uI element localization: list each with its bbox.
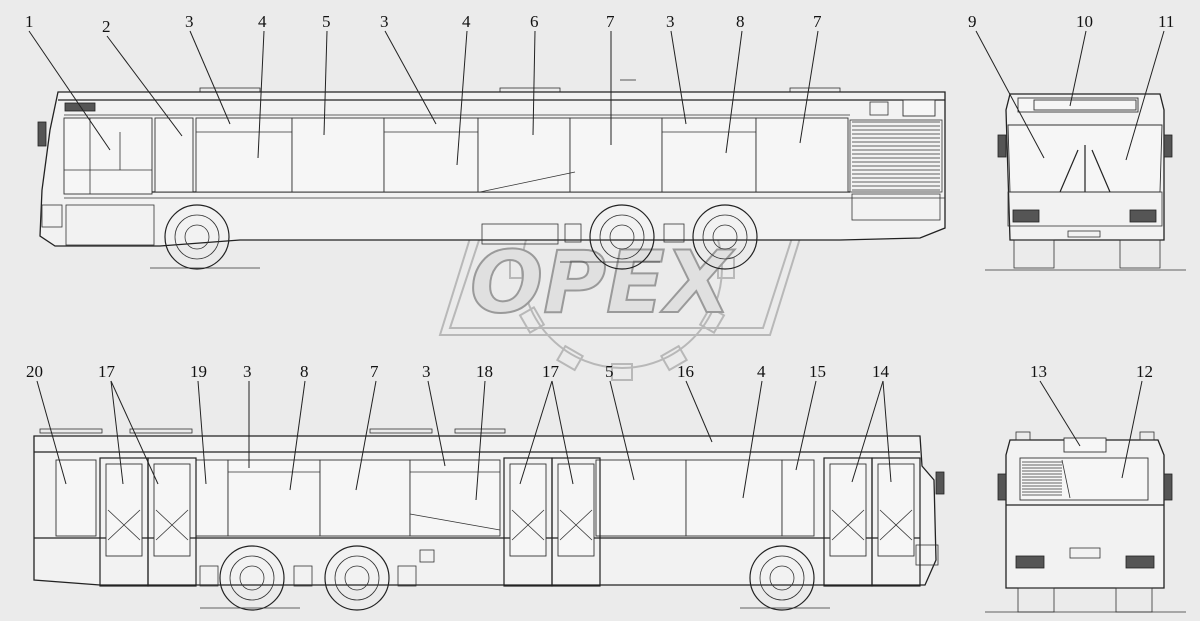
callout-leader-line <box>685 380 713 443</box>
callout-leader-line <box>551 380 574 485</box>
callout-leader-line <box>289 380 306 491</box>
callout-number: 5 <box>322 12 331 31</box>
callout-leader-line <box>110 380 124 485</box>
callout-number: 12 <box>1136 362 1153 381</box>
callout-leader-line <box>799 30 819 144</box>
door-leaf <box>551 457 601 587</box>
side-view-bottom <box>33 428 945 611</box>
callout-leader-line <box>795 380 817 471</box>
callout-number: 13 <box>1030 362 1047 381</box>
callout-number: 7 <box>370 362 379 381</box>
callout-leader-line <box>882 380 892 483</box>
callout-number: 4 <box>462 12 471 31</box>
callout-number: 3 <box>666 12 675 31</box>
callout-leader-line <box>532 30 536 136</box>
callout-number: 14 <box>872 362 890 381</box>
callout-number: 3 <box>422 362 431 381</box>
callout-leader-line <box>742 380 763 499</box>
callout-leader-line <box>475 380 486 501</box>
callout-number: 20 <box>26 362 43 381</box>
rear-wheel-1 <box>589 204 655 270</box>
callout-leader-line <box>1069 30 1087 107</box>
callout-number: 4 <box>757 362 766 381</box>
door-leaf <box>823 457 873 587</box>
callout-number: 17 <box>98 362 116 381</box>
watermark-text: OPEX <box>470 233 735 333</box>
callout-number: 10 <box>1076 12 1093 31</box>
callout-leader-line <box>384 30 437 125</box>
rear-wheel-2 <box>692 204 758 270</box>
callout-number: 18 <box>476 362 493 381</box>
side-view-top <box>37 79 946 270</box>
callout-leader-line <box>110 380 159 485</box>
bottom-rear-wheel-1 <box>219 545 285 611</box>
rear-view <box>985 431 1186 613</box>
callout-leader-line <box>456 30 468 166</box>
callout-leader-line <box>197 380 207 485</box>
callout-leader-line <box>975 30 1045 159</box>
callout-number: 7 <box>813 12 822 31</box>
callout-leader-line <box>725 30 743 154</box>
callout-number: 3 <box>185 12 194 31</box>
callout-leader-line <box>36 380 67 485</box>
callout-number: 9 <box>968 12 977 31</box>
front-view <box>985 93 1186 271</box>
bottom-front-wheel <box>749 545 815 611</box>
callout-leader-line <box>609 380 635 481</box>
callout-number: 3 <box>243 362 252 381</box>
callout-leader-line <box>189 30 231 125</box>
callout-number: 5 <box>605 362 614 381</box>
rear-grille <box>1022 461 1062 496</box>
door-leaf <box>147 457 197 587</box>
callout-leader-line <box>1039 380 1081 447</box>
callout-number: 6 <box>530 12 539 31</box>
callout-number: 11 <box>1158 12 1174 31</box>
callout-leader-line <box>1125 30 1165 161</box>
callout-number: 8 <box>736 12 745 31</box>
callout-number: 8 <box>300 362 309 381</box>
front-wheel <box>164 204 230 270</box>
callout-leader-line <box>28 30 111 151</box>
door-leaf <box>503 457 553 587</box>
callout-number: 16 <box>677 362 694 381</box>
callout-leader-line <box>1121 380 1143 479</box>
callout-leader-line <box>519 380 553 485</box>
engine-grille <box>849 119 943 193</box>
callout-number: 7 <box>606 12 615 31</box>
callout-number: 3 <box>380 12 389 31</box>
bottom-rear-wheel-2 <box>324 545 390 611</box>
callout-number: 4 <box>258 12 267 31</box>
callout-leader-line <box>106 35 183 137</box>
callout-leader-line <box>427 380 446 467</box>
callout-leader-line <box>257 30 265 159</box>
callout-number: 2 <box>102 17 111 36</box>
callout-number: 19 <box>190 362 207 381</box>
callout-leader-line <box>851 380 884 483</box>
door-leaf <box>871 457 921 587</box>
callout-number: 1 <box>25 12 34 31</box>
callout-leader-line <box>670 30 687 125</box>
callout-leader-line <box>323 30 328 136</box>
callout-number: 15 <box>809 362 826 381</box>
callout-leader-line <box>355 380 377 491</box>
callout-number: 17 <box>542 362 560 381</box>
